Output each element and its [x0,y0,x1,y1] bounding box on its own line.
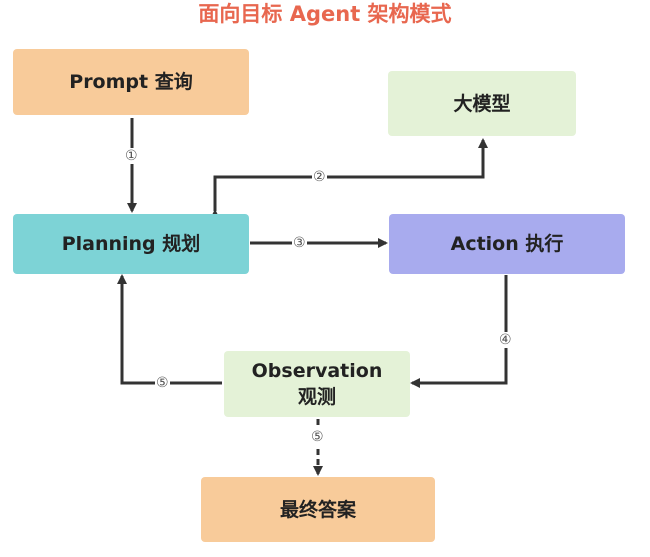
step-label-1: ① [124,148,139,164]
arrow-observation-to-planning [117,274,222,385]
diagram-title: 面向目标 Agent 架构模式 [198,2,452,26]
node-prompt-query: Prompt 查询 [13,49,249,115]
step-label-4: ④ [498,332,513,348]
step-label-3: ③ [292,235,307,251]
node-prompt-query-label: Prompt 查询 [69,71,193,93]
node-final-answer: 最终答案 [201,477,435,542]
step-label-5-observation-to-final: ⑤ [310,429,325,445]
node-planning: Planning 规划 [13,214,249,274]
arrow-planning-llm [210,138,488,219]
node-observation: Observation 观测 [224,351,410,417]
node-planning-label: Planning 规划 [61,233,201,255]
node-action-label: Action 执行 [450,233,564,255]
node-observation-label-line1: Observation [251,360,383,382]
node-llm-label: 大模型 [453,92,511,115]
step-label-5-observation-to-planning: ⑤ [155,375,170,391]
node-llm: 大模型 [388,71,576,136]
node-observation-label-line2: 观测 [297,386,336,408]
arrow-action-to-observation [410,275,508,388]
step-label-2: ② [312,169,327,185]
node-action: Action 执行 [389,214,625,274]
node-final-answer-label: 最终答案 [279,498,356,521]
